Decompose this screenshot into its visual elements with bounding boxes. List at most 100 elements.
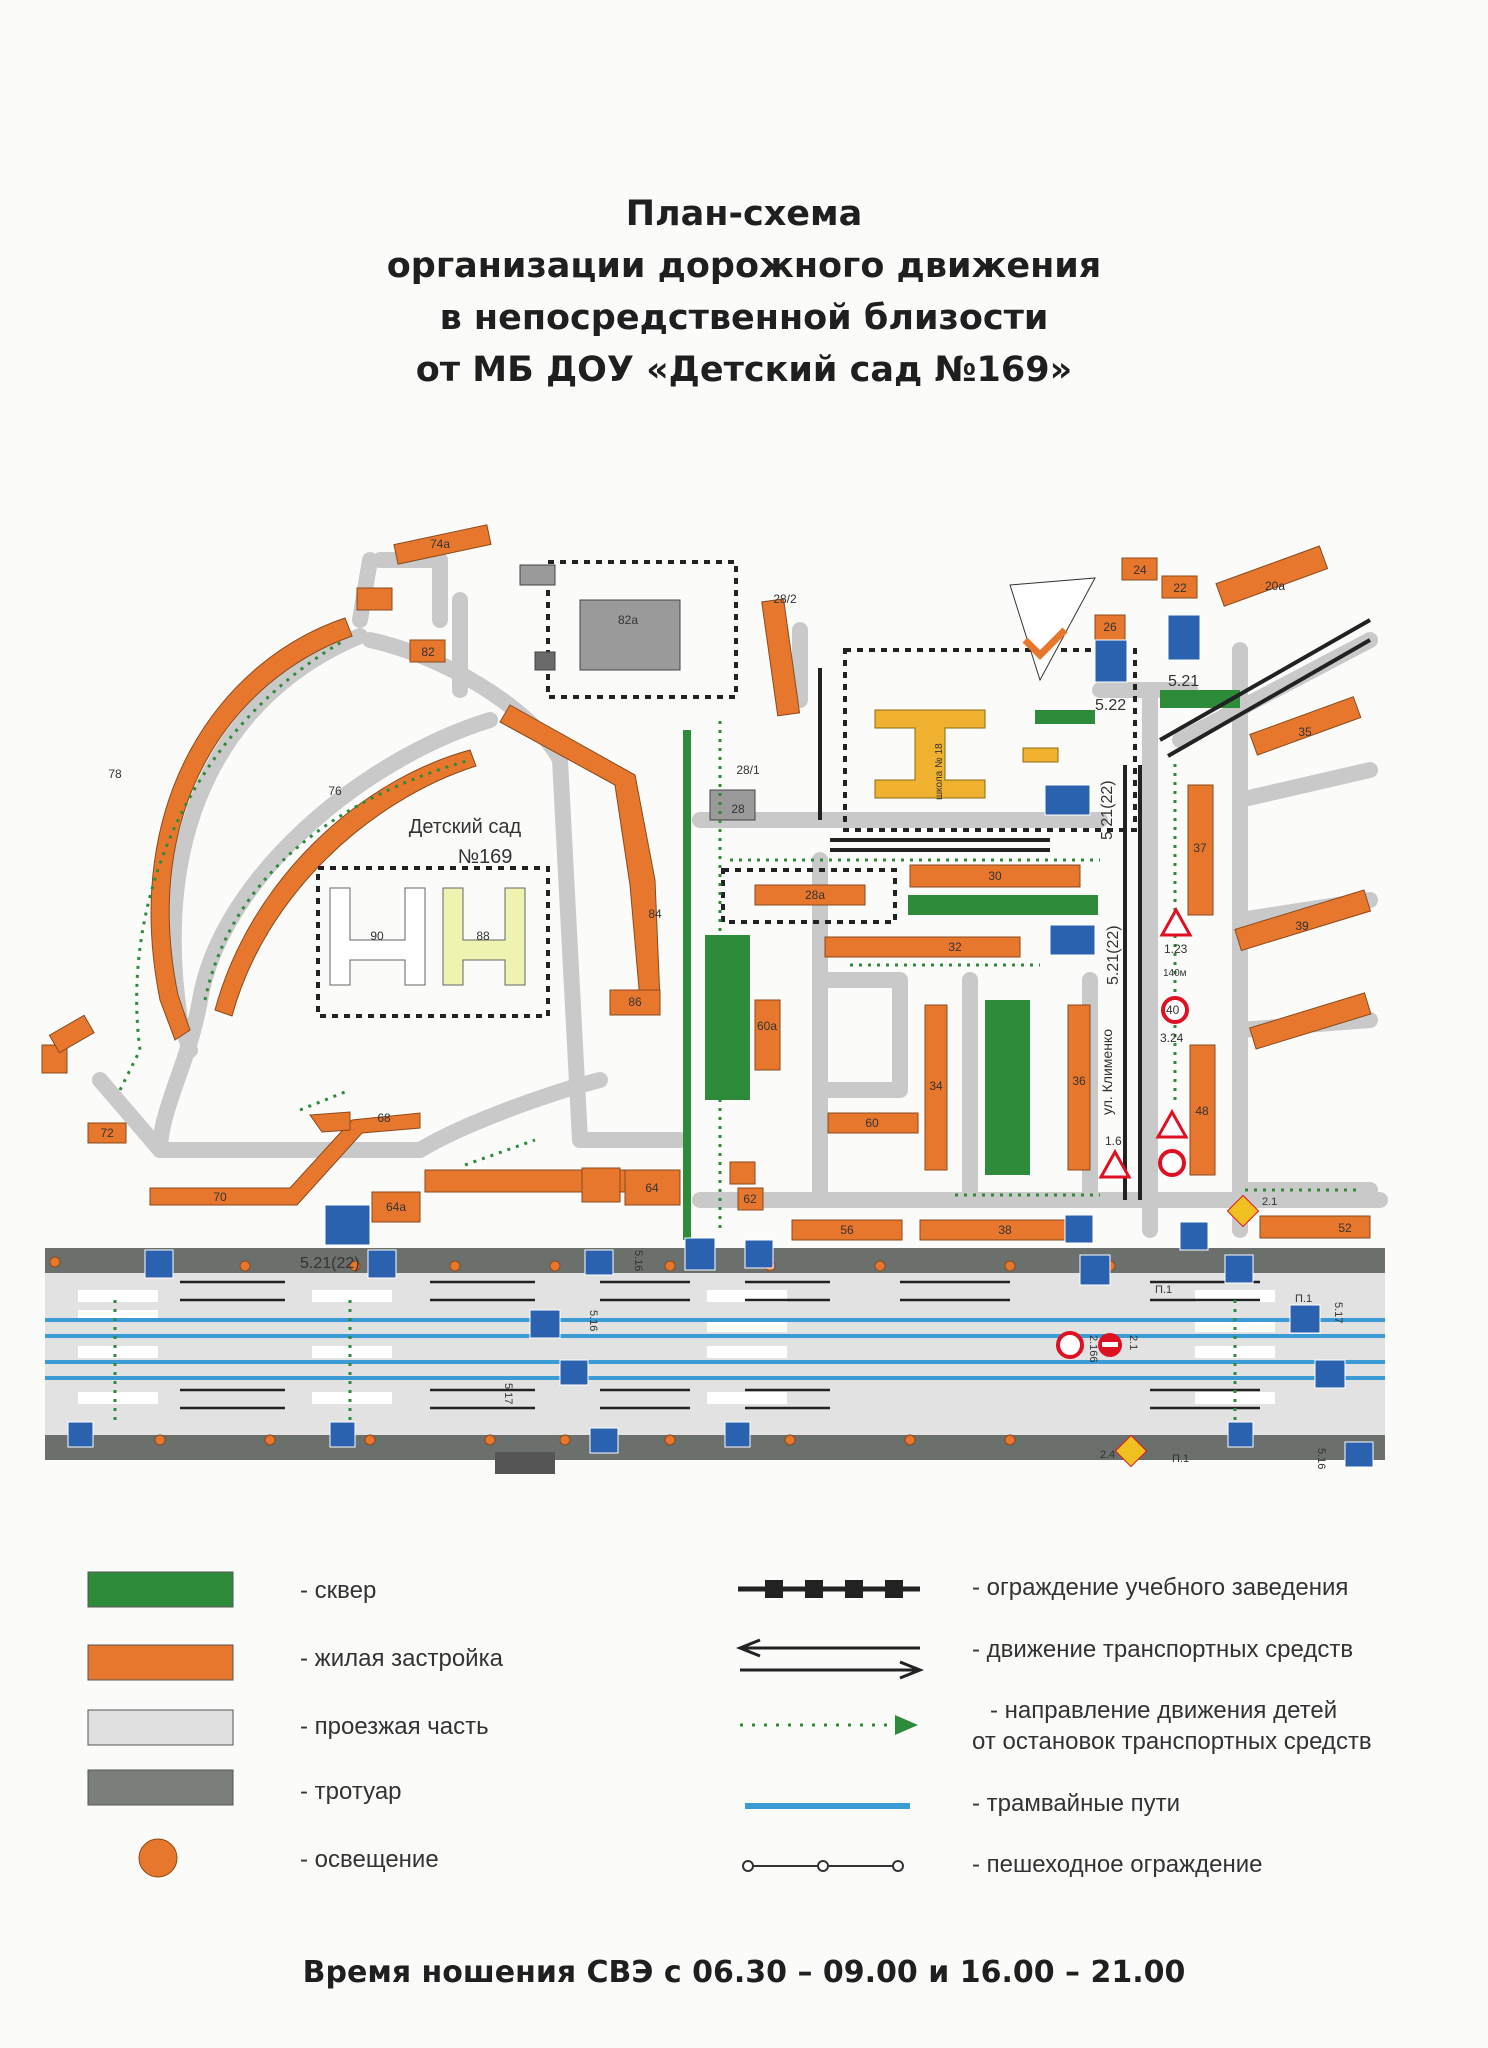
label-34: 34: [929, 1079, 943, 1093]
legend-swatch-residential: [87, 1644, 234, 1681]
label-56: 56: [840, 1223, 854, 1237]
legend-label-sidewalk: - тротуар: [300, 1778, 402, 1805]
legend-label-tram: - трамвайные пути: [972, 1790, 1180, 1817]
sign-140m: 140м: [1163, 968, 1187, 979]
label-60a: 60а: [757, 1019, 777, 1033]
label-74a: 74а: [430, 537, 450, 551]
label-64: 64: [645, 1181, 659, 1195]
legend-children-route-icon: [740, 1715, 918, 1735]
legend-label-traffic: - движение транспортных средств: [972, 1636, 1354, 1663]
kindergarten: [316, 866, 550, 1018]
building-70: [149, 1112, 421, 1206]
legend-label-children-route-1: - направление движения детей: [990, 1697, 1338, 1724]
label-60: 60: [865, 1116, 879, 1130]
building-82a: [519, 560, 897, 924]
legend-traffic-icon: [735, 1638, 925, 1680]
sign-2-4: 2.4: [1100, 1449, 1115, 1461]
map-text: Детский сад №169 ул. Клименко школа № 18…: [300, 673, 1344, 1469]
label-82a: 82а: [618, 613, 638, 627]
sign-1-23: 1.23: [1164, 942, 1188, 956]
legend-label-school-fence: - ограждение учебного заведения: [972, 1574, 1349, 1601]
sign-2-1-b: 2.1: [1127, 1335, 1139, 1350]
label-39: 39: [1295, 919, 1309, 933]
sign-5-21-22-c: 5.21(22): [300, 1255, 360, 1272]
label-28-1: 28/1: [736, 763, 760, 777]
street-label: ул. Клименко: [1099, 1029, 1115, 1115]
sign-3-24: 3.24: [1160, 1031, 1184, 1045]
title-line-3: в непосредственной близости: [439, 298, 1049, 338]
sign-5-16-c: 5.16: [1315, 1448, 1327, 1469]
sign-5-22: 5.22: [1095, 697, 1126, 714]
label-76: 76: [328, 784, 342, 798]
label-62: 62: [743, 1192, 757, 1206]
sign-2-166: 2.166: [1087, 1335, 1099, 1363]
label-48: 48: [1195, 1104, 1209, 1118]
label-38: 38: [998, 1223, 1012, 1237]
sign-1-6: 1.6: [1105, 1134, 1122, 1148]
sign-40-a: 40: [1166, 1003, 1180, 1017]
label-20a: 20а: [1265, 579, 1285, 593]
legend-label-residential: - жилая застройка: [300, 1645, 503, 1672]
legend-school-fence-icon: [738, 1580, 920, 1598]
sign-5-21-22-b: 5.21(22): [1105, 925, 1122, 985]
sign-p1-c: П.1: [1172, 1453, 1189, 1465]
label-64a: 64а: [386, 1200, 406, 1214]
label-68: 68: [377, 1111, 391, 1125]
legend-swatch-sidewalk: [87, 1769, 234, 1806]
sign-5-17-b: 5.17: [1332, 1302, 1344, 1323]
reflective-elements-time: Время ношения СВЭ с 06.30 – 09.00 и 16.0…: [302, 1955, 1186, 1990]
green-squares: [683, 690, 1240, 1240]
legend-label-lighting: - освещение: [300, 1846, 439, 1873]
label-30: 30: [988, 869, 1002, 883]
label-82: 82: [421, 645, 435, 659]
label-86: 86: [628, 995, 642, 1009]
kindergarten-label-2: №169: [458, 846, 513, 868]
sign-p1-b: П.1: [1295, 1293, 1312, 1305]
legend-graphics: [87, 1571, 925, 1878]
building-74: [150, 617, 353, 1041]
legend-pedestrian-fence-icon: [742, 1860, 904, 1872]
building-68: [309, 1111, 351, 1133]
legend-swatch-square: [87, 1571, 234, 1608]
legend-label-children-route-2: от остановок транспортных средств: [972, 1728, 1372, 1755]
title-line-4: от МБ ДОУ «Детский сад №169»: [415, 350, 1073, 390]
sign-p1-a: П.1: [1155, 1284, 1172, 1296]
title-line-1: План-схема: [625, 194, 863, 234]
label-84: 84: [648, 907, 662, 921]
legend-lighting-icon: [138, 1838, 178, 1878]
school-label: школа № 18: [934, 743, 945, 800]
sign-2-1: 2.1: [1262, 1196, 1277, 1208]
school: [843, 648, 1137, 832]
label-90: 90: [370, 929, 384, 943]
sign-5-17-a: 5.17: [502, 1383, 514, 1404]
label-28a: 28а: [805, 888, 825, 902]
label-70: 70: [213, 1190, 227, 1204]
label-28-2: 28/2: [773, 592, 797, 606]
sign-5-21-22-a: 5.21(22): [1099, 780, 1116, 840]
traffic-arrows: [180, 618, 1371, 1410]
label-28: 28: [731, 802, 745, 816]
label-88: 88: [476, 929, 490, 943]
label-72: 72: [100, 1126, 114, 1140]
label-22: 22: [1173, 581, 1187, 595]
kindergarten-label-1: Детский сад: [409, 816, 522, 838]
road-signs: [67, 577, 1374, 1468]
legend-label-square: - сквер: [300, 1577, 377, 1604]
label-36: 36: [1072, 1074, 1086, 1088]
sign-5-21: 5.21: [1168, 673, 1199, 690]
label-37: 37: [1193, 841, 1207, 855]
label-26: 26: [1103, 620, 1117, 634]
sign-5-16-b: 5.16: [587, 1310, 599, 1331]
children-routes: [113, 638, 1360, 1420]
label-78: 78: [108, 767, 122, 781]
label-32: 32: [948, 940, 962, 954]
map-title: План-схема организации дорожного движени…: [0, 188, 1488, 396]
title-line-2: организации дорожного движения: [386, 246, 1102, 286]
label-52: 52: [1338, 1221, 1352, 1235]
label-24: 24: [1133, 563, 1147, 577]
sign-5-16-a: 5.16: [632, 1250, 644, 1271]
residential-buildings: [41, 524, 1372, 1241]
building-labels: 74а 82а 82 28/2 24 22 26 20а 35 37 39 78…: [100, 537, 1352, 1237]
legend-swatch-carriageway: [87, 1709, 234, 1746]
